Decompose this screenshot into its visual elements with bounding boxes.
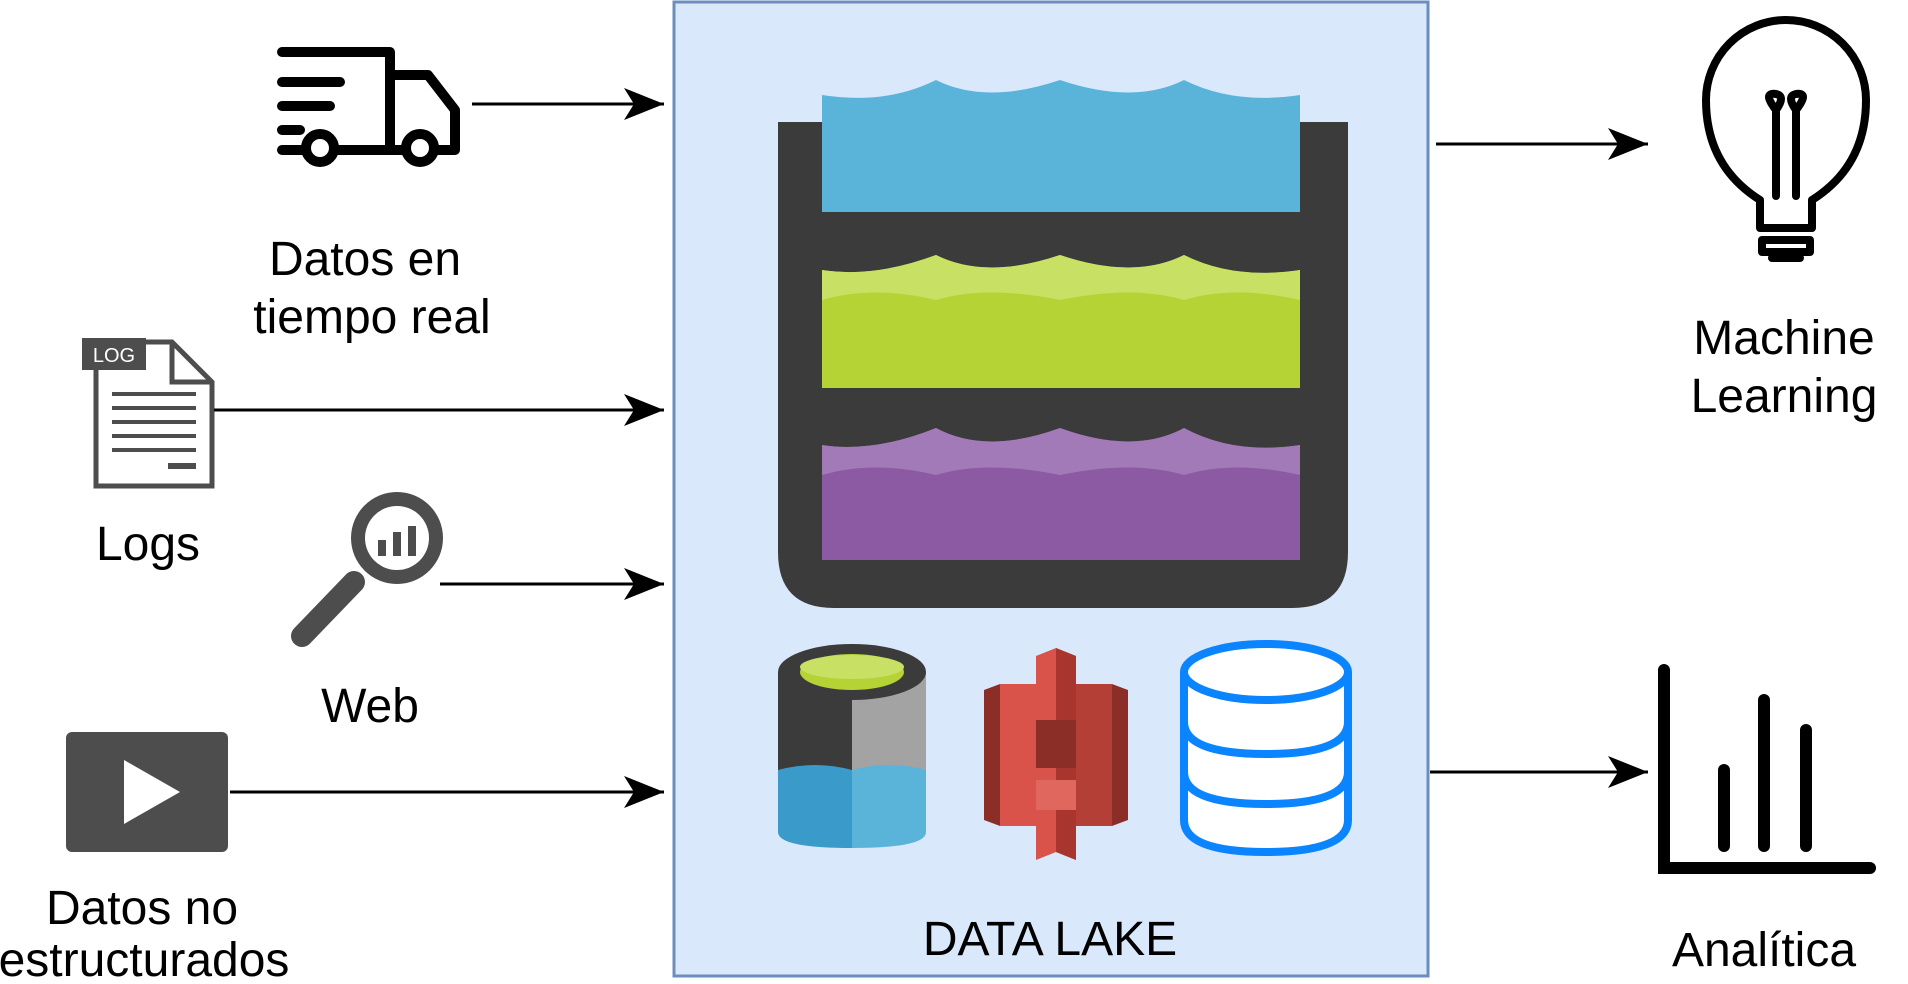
log-badge: LOG <box>93 345 135 367</box>
data-lake-container: DATA LAKE <box>672 0 1430 978</box>
unstructured-label-line2: estructurados <box>0 934 289 984</box>
ml-label-line2: Learning <box>1691 370 1878 423</box>
ml-label-line1: Machine <box>1693 312 1874 365</box>
water-layer-blue <box>822 80 1300 212</box>
water-layer-green <box>822 255 1300 388</box>
analytics-label: Analítica <box>1672 924 1856 977</box>
bar-chart-icon <box>1658 664 1876 874</box>
database-icon <box>1180 640 1352 857</box>
truck-icon <box>277 47 460 167</box>
azure-data-lake-storage-icon <box>778 644 926 848</box>
data-lake-title: DATA LAKE <box>923 913 1177 966</box>
realtime-label-line1: Datos en <box>269 233 461 286</box>
log-file-icon: LOG <box>82 338 215 489</box>
logs-label: Logs <box>96 518 200 571</box>
video-play-icon <box>66 732 228 852</box>
realtime-label-line2: tiempo real <box>253 291 490 344</box>
water-layer-purple <box>822 428 1300 560</box>
amazon-s3-icon <box>984 648 1128 860</box>
web-search-icon <box>291 492 443 647</box>
web-label: Web <box>321 680 419 733</box>
unstructured-label-line1: Datos no <box>46 882 238 935</box>
lake-basin-icon <box>778 80 1348 608</box>
lightbulb-icon <box>1702 16 1870 262</box>
